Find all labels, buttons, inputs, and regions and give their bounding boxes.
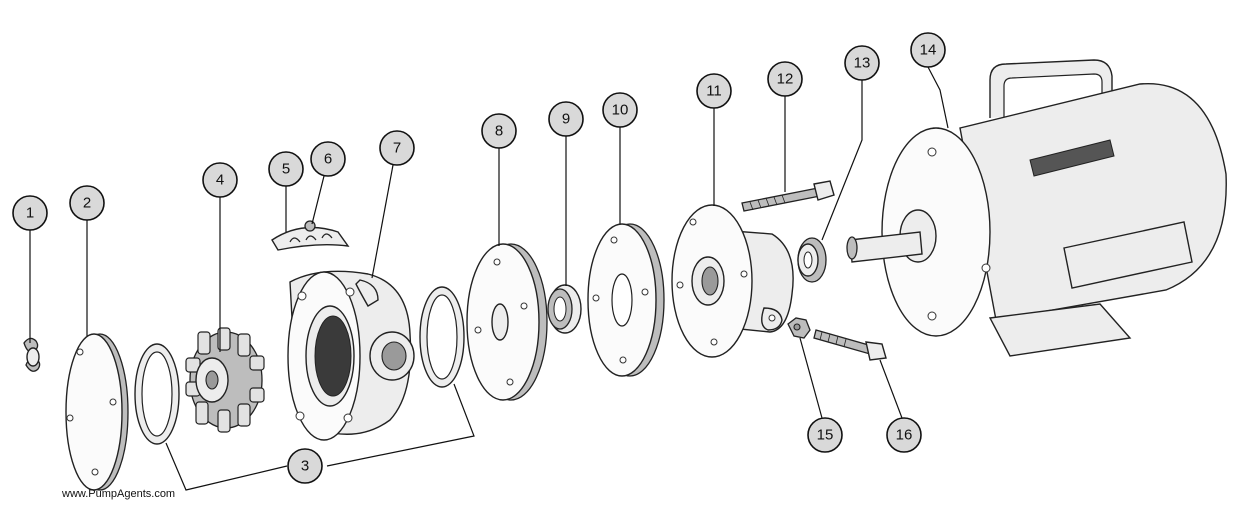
callout-3-label: 3 bbox=[301, 458, 309, 475]
part-15-nut bbox=[787, 317, 811, 339]
callout-6-label: 6 bbox=[324, 151, 332, 168]
part-4-impeller bbox=[185, 327, 265, 433]
callout-12: 12 bbox=[767, 61, 803, 97]
callout-4-label: 4 bbox=[216, 172, 224, 189]
callout-6: 6 bbox=[310, 141, 346, 177]
callout-3: 3 bbox=[287, 448, 323, 484]
part-5-cam bbox=[271, 226, 350, 251]
callout-14-label: 14 bbox=[920, 42, 937, 59]
callout-7: 7 bbox=[379, 130, 415, 166]
callout-5-label: 5 bbox=[282, 161, 290, 178]
callout-1-label: 1 bbox=[26, 205, 34, 222]
callout-2-label: 2 bbox=[83, 195, 91, 212]
callout-9-label: 9 bbox=[562, 111, 570, 128]
part-16-bolt bbox=[813, 329, 887, 361]
callout-11-label: 11 bbox=[706, 83, 722, 100]
part-1-wing-nut bbox=[23, 337, 41, 372]
callout-15-label: 15 bbox=[817, 427, 834, 444]
callout-2: 2 bbox=[69, 185, 105, 221]
watermark-text: www.PumpAgents.com bbox=[62, 488, 176, 500]
callout-12-label: 12 bbox=[777, 71, 794, 88]
callout-13-label: 13 bbox=[854, 55, 871, 72]
callout-11: 11 bbox=[696, 73, 732, 109]
callout-15: 15 bbox=[807, 417, 843, 453]
part-11-bracket bbox=[671, 204, 794, 358]
callout-10: 10 bbox=[602, 92, 638, 128]
part-2-end-cover bbox=[65, 333, 129, 491]
part-12-bolt bbox=[741, 180, 835, 212]
callout-5: 5 bbox=[268, 151, 304, 187]
callout-10-label: 10 bbox=[612, 102, 629, 119]
callout-9: 9 bbox=[548, 101, 584, 137]
part-6-cam-screw bbox=[304, 220, 316, 232]
part-9-seal bbox=[547, 284, 582, 334]
callout-4: 4 bbox=[202, 162, 238, 198]
callout-16-label: 16 bbox=[896, 427, 913, 444]
part-7-pump-body bbox=[287, 270, 415, 441]
callout-8-label: 8 bbox=[495, 123, 503, 140]
part-3-gasket-right bbox=[419, 286, 465, 388]
callout-16: 16 bbox=[886, 417, 922, 453]
part-10-gasket-plate bbox=[587, 223, 665, 377]
callout-14: 14 bbox=[910, 32, 946, 68]
part-3-gasket-left bbox=[134, 343, 180, 445]
part-13-slinger bbox=[797, 237, 827, 283]
callout-7-label: 7 bbox=[393, 140, 401, 157]
callout-1: 1 bbox=[12, 195, 48, 231]
callout-8: 8 bbox=[481, 113, 517, 149]
part-8-wear-plate bbox=[466, 243, 548, 401]
callout-13: 13 bbox=[844, 45, 880, 81]
leader-lines bbox=[29, 66, 949, 491]
part-14-motor bbox=[846, 59, 1227, 357]
